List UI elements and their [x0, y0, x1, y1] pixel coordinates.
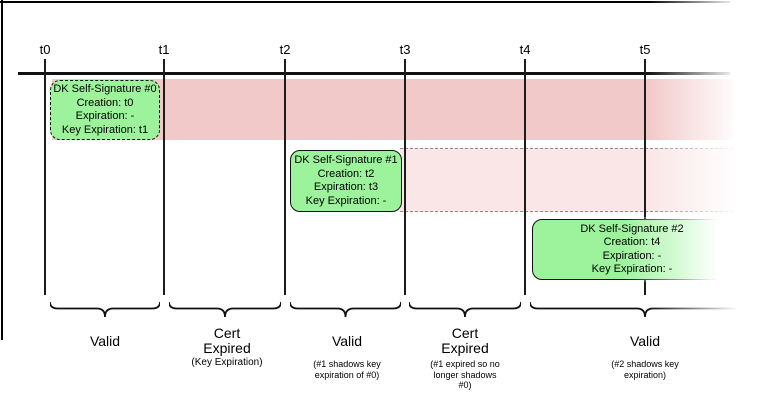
- brace-period-3: [409, 301, 521, 318]
- gridline-t5: [644, 59, 646, 295]
- period-caption: (#2 shadows key expiration): [611, 359, 679, 380]
- period-label: Cert Expired: [441, 325, 489, 356]
- brace-period-1: [169, 301, 281, 318]
- gridline-t1: [163, 59, 165, 295]
- tick-label-t0: t0: [39, 42, 51, 57]
- period-4: Valid (#2 shadows key expiration): [575, 326, 715, 380]
- period-caption: (#1 expired so no longer shadows #0): [430, 359, 500, 390]
- tick-label-t4: t4: [519, 42, 531, 57]
- signature-creation: Creation: t0: [76, 96, 134, 109]
- period-label: Valid: [331, 332, 363, 349]
- period-label: Valid: [89, 332, 121, 349]
- period-label: Valid: [629, 332, 661, 349]
- tick-label-t5: t5: [639, 42, 651, 57]
- brace-period-0: [50, 301, 160, 318]
- signature-key-expiration: Key Expiration: -: [305, 194, 387, 207]
- signature-title: DK Self-Signature #2: [580, 222, 684, 235]
- signature-box-1: DK Self-Signature #1 Creation: t2 Expira…: [290, 150, 402, 212]
- signature-key-expiration: Key Expiration: -: [591, 263, 673, 275]
- period-0: Valid: [35, 326, 175, 356]
- period-caption: (Key Expiration): [191, 357, 263, 368]
- expiration-band-sig1: [400, 148, 733, 212]
- signature-creation: Creation: t2: [317, 167, 375, 180]
- signature-expiration: Expiration: -: [602, 249, 662, 262]
- brace-period-4: [530, 301, 760, 318]
- signature-box-2: DK Self-Signature #2 Creation: t4 Expira…: [530, 217, 734, 282]
- signature-expiration: Expiration: t3: [313, 181, 379, 193]
- tick-label-t3: t3: [399, 42, 411, 57]
- period-1: Cert Expired (Key Expiration): [157, 326, 297, 369]
- tick-label-t1: t1: [158, 42, 170, 57]
- gridline-t0: [44, 59, 46, 295]
- frame-left-border: [1, 0, 3, 340]
- signature-title: DK Self-Signature #0: [53, 83, 157, 95]
- period-caption: (#1 shadows key expiration of #0): [313, 359, 381, 380]
- expiration-band-sig0: [52, 79, 733, 140]
- signature-title: DK Self-Signature #1: [294, 154, 398, 166]
- signature-creation: Creation: t4: [603, 236, 661, 248]
- tick-label-t2: t2: [279, 42, 291, 57]
- brace-period-2: [290, 301, 401, 318]
- period-2: Valid (#1 shadows key expiration of #0): [277, 326, 417, 380]
- timeline-axis: [18, 72, 730, 75]
- signature-expiration: Expiration: -: [75, 110, 135, 122]
- frame-top-border: [0, 1, 730, 3]
- period-3: Cert Expired (#1 expired so no longer sh…: [395, 326, 535, 391]
- signature-key-expiration: Key Expiration: t1: [61, 123, 149, 136]
- gridline-t2: [284, 59, 286, 295]
- gridline-t4: [524, 59, 526, 295]
- gridline-t3: [404, 59, 406, 295]
- signature-box-0: DK Self-Signature #0 Creation: t0 Expira…: [50, 80, 160, 140]
- period-label: Cert Expired: [203, 325, 251, 356]
